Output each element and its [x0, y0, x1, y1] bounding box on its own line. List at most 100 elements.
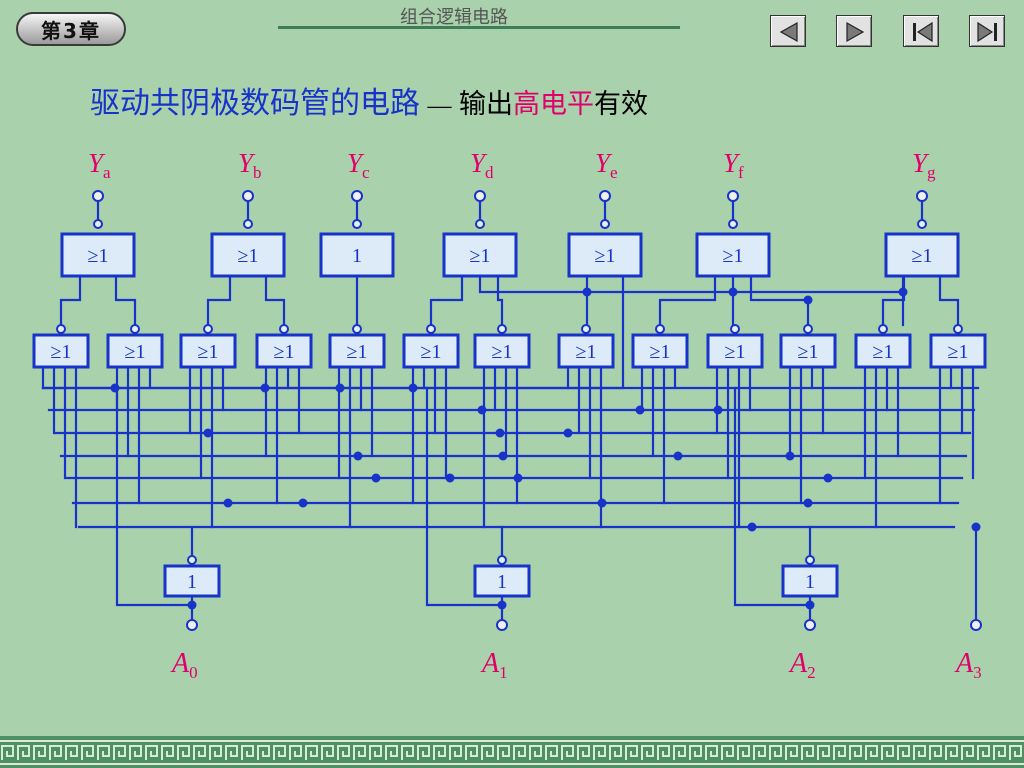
junction-dot [582, 287, 592, 297]
terminal [970, 619, 982, 631]
junction-dot [898, 287, 908, 297]
title-effective: 有效 [594, 89, 648, 119]
middle-gate-10-label: ≥1 [725, 341, 746, 363]
junction-dot [203, 428, 213, 438]
greek-key-unit [657, 745, 670, 760]
title-main: 驱动共阴极数码管的电路 [90, 87, 420, 120]
terminal [242, 190, 254, 202]
inversion-bubble [426, 324, 436, 334]
previous-button[interactable] [770, 15, 806, 47]
greek-key-unit [785, 745, 798, 760]
greek-key-unit [17, 745, 30, 760]
next-button[interactable] [836, 15, 872, 47]
title-dash: — [427, 93, 452, 119]
output-gate-yc-label: 1 [352, 245, 362, 267]
inversion-bubble [352, 219, 362, 229]
greek-key-unit [737, 745, 750, 760]
wire [478, 274, 905, 294]
wire [658, 274, 717, 327]
triangle-left-icon [779, 21, 798, 43]
terminal [916, 190, 928, 202]
terminal [351, 190, 363, 202]
greek-key-unit [449, 745, 462, 760]
output-gate-yb-label: ≥1 [238, 245, 259, 267]
middle-gate-12-label: ≥1 [873, 341, 894, 363]
greek-key-unit [913, 745, 926, 760]
last-button[interactable] [969, 15, 1005, 47]
circuit-diagram: Ya≥1Yb≥1Yc1Yd≥1Ye≥1Yf≥1Yg≥1≥1≥1≥1≥1≥1≥1≥… [32, 148, 987, 682]
wires [41, 199, 980, 622]
greek-key-unit [305, 745, 318, 760]
greek-key-unit [641, 745, 654, 760]
inversion-bubble [730, 324, 740, 334]
output-gate-yf-label: ≥1 [723, 245, 744, 267]
junction-dot [187, 600, 197, 610]
input-buffer-2-box [781, 564, 839, 598]
output-gate-yf-box [695, 232, 771, 278]
inversion-bubble [497, 555, 507, 565]
greek-key-unit [593, 745, 606, 760]
inversion-bubble [917, 219, 927, 229]
output-label-yg: Yg [912, 148, 936, 182]
inversion-bubble [805, 555, 815, 565]
inversion-bubble [187, 555, 197, 565]
junction-dot [408, 383, 418, 393]
junction-dot [971, 522, 981, 532]
wire [733, 386, 812, 607]
junction-dot [803, 498, 813, 508]
middle-gate-1-box [32, 333, 90, 369]
title-output: 输出 [459, 89, 513, 119]
greek-key-unit [673, 745, 686, 760]
triangle-right-icon [846, 21, 865, 43]
greek-key-unit [433, 745, 446, 760]
wire [114, 274, 137, 327]
greek-key-unit [689, 745, 702, 760]
middle-gate-13-box [929, 333, 987, 369]
greek-key-unit [145, 745, 158, 760]
wire [938, 274, 960, 327]
output-label-yb: Yb [238, 148, 262, 182]
greek-key-unit [769, 745, 782, 760]
greek-key-unit [497, 745, 510, 760]
terminal [727, 190, 739, 202]
junction-dot [260, 383, 270, 393]
wire [749, 274, 810, 327]
junction-dot [597, 498, 607, 508]
terminal [804, 619, 816, 631]
middle-gate-7-label: ≥1 [492, 341, 513, 363]
middle-gate-9-label: ≥1 [650, 341, 671, 363]
first-button[interactable] [903, 15, 939, 47]
wire [425, 386, 504, 607]
middle-gate-12-box [854, 333, 912, 369]
greek-key-unit [577, 745, 590, 760]
greek-key-unit [609, 745, 622, 760]
output-label-yd: Yd [470, 148, 494, 182]
inversion-bubble [581, 324, 591, 334]
greek-key-unit [625, 745, 638, 760]
input-buffer-1-label: 1 [497, 571, 507, 593]
chapter-badge[interactable]: 第3章 [16, 12, 126, 46]
greek-key-unit [977, 745, 990, 760]
wire [206, 274, 232, 327]
greek-key-unit [865, 745, 878, 760]
greek-key-unit [721, 745, 734, 760]
greek-key-unit [961, 745, 974, 760]
greek-key-unit [833, 745, 846, 760]
header-title: 组合逻辑电路 [400, 7, 508, 28]
inversion-bubble [878, 324, 888, 334]
greek-key-unit [225, 745, 238, 760]
inversion-bubble [130, 324, 140, 334]
output-gate-ye-box [567, 232, 643, 278]
terminal [599, 190, 611, 202]
greek-key-unit [97, 745, 110, 760]
wire [59, 274, 82, 327]
top-bar: 第3章 组合逻辑电路 [0, 0, 1024, 56]
output-gate-yb-box [210, 232, 286, 278]
greek-key-unit [545, 745, 558, 760]
greek-key-unit [801, 745, 814, 760]
inversion-bubble [475, 219, 485, 229]
output-gate-yc-box [319, 232, 395, 278]
inversion-bubble [728, 219, 738, 229]
inversion-bubble [655, 324, 665, 334]
junction-dot [298, 498, 308, 508]
